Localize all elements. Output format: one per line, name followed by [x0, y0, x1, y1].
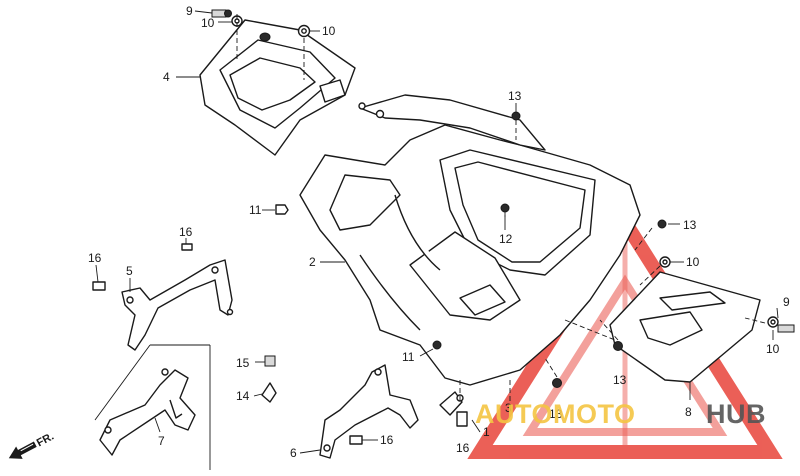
front-direction-arrow: FR.	[8, 431, 56, 459]
watermark-wordmark: AUTOMOTO HUB	[475, 399, 766, 429]
stay-bracket-6	[319, 364, 419, 459]
callout-16-upper: 16	[179, 225, 193, 239]
callout-11-middle: 11	[402, 350, 415, 364]
watermark-word-b: HUB	[706, 399, 766, 429]
front-direction-label: FR.	[35, 431, 56, 450]
stay-bracket-7	[99, 368, 196, 456]
callout-7: 7	[158, 434, 165, 448]
callout-11-left: 11	[249, 203, 262, 217]
callout-10-lower-right: 10	[766, 342, 780, 356]
callout-10-top-right: 10	[322, 24, 336, 38]
callout-10-right: 10	[686, 255, 700, 269]
main-lower-cowl	[299, 124, 641, 386]
callout-4: 4	[163, 70, 170, 84]
fastener-bolts	[92, 9, 795, 445]
callout-12: 12	[499, 232, 513, 246]
callout-2: 2	[309, 255, 316, 269]
callout-labels: 9 10 10 4 13 11 2 12 13 10 16 16 5 11 15…	[88, 4, 790, 460]
watermark-word-a: AUTOMOTO	[475, 399, 636, 429]
callout-6: 6	[290, 446, 297, 460]
side-plate	[609, 271, 761, 383]
callout-16-left: 16	[88, 251, 102, 265]
upper-cowl-strip	[358, 94, 546, 151]
callout-10-top-left: 10	[201, 16, 215, 30]
bracket-5	[121, 259, 234, 351]
callout-16-bottom-right: 16	[456, 441, 470, 455]
callout-13-top: 13	[508, 89, 522, 103]
callout-3: 3	[505, 401, 512, 415]
callout-13-right: 13	[683, 218, 697, 232]
callout-1: 1	[483, 425, 490, 439]
leader-lines	[95, 10, 779, 454]
callout-9-top: 9	[186, 4, 193, 18]
callout-13-lower: 13	[549, 407, 563, 421]
callout-16-bottom-mid: 16	[380, 433, 394, 447]
inset-frame	[94, 344, 211, 470]
callout-15: 15	[236, 356, 250, 370]
inner-cover-panel	[199, 19, 356, 156]
callout-14: 14	[236, 389, 250, 403]
callout-13-lower-right: 13	[613, 373, 627, 387]
callout-8: 8	[685, 405, 692, 419]
callout-5: 5	[126, 264, 133, 278]
callout-9-right: 9	[783, 295, 790, 309]
